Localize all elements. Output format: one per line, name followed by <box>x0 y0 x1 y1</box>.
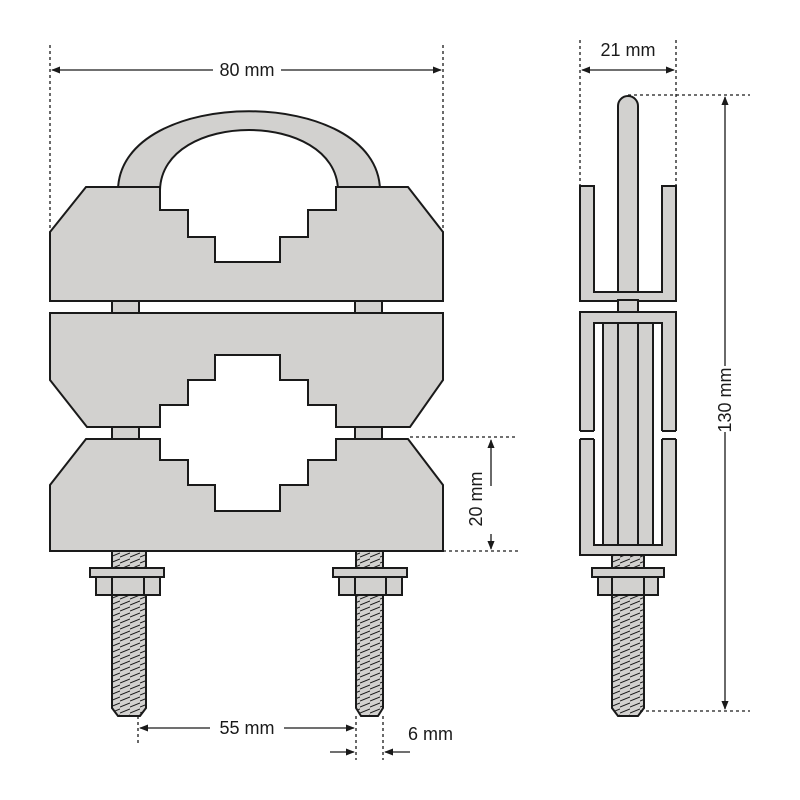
nut-right <box>332 567 408 596</box>
side-inner-plate-left <box>602 322 619 546</box>
spacer-bottom-left <box>111 426 140 440</box>
side-rod-top <box>617 95 639 301</box>
dim-label-width: 80 mm <box>219 60 274 80</box>
spacer-top-right <box>354 300 383 314</box>
side-upper-bracket <box>579 185 677 302</box>
middle-clamp-block <box>49 312 444 428</box>
bottom-clamp-block <box>49 438 444 552</box>
side-rod-middle <box>617 322 639 546</box>
dim-label-side-height: 130 mm <box>715 367 735 432</box>
u-bolt-arch <box>116 110 382 191</box>
side-rod-gap <box>617 299 639 313</box>
side-nut <box>591 567 665 596</box>
spacer-bottom-right <box>354 426 383 440</box>
dim-label-clamp-height: 20 mm <box>466 471 486 526</box>
dim-label-bolt-diameter: 6 mm <box>408 724 453 744</box>
nut-left <box>89 567 165 596</box>
dim-label-side-width: 21 mm <box>600 40 655 60</box>
dim-label-bolt-spacing: 55 mm <box>219 718 274 738</box>
side-inner-plate-right <box>637 322 654 546</box>
top-clamp-block <box>49 186 444 302</box>
spacer-top-left <box>111 300 140 314</box>
